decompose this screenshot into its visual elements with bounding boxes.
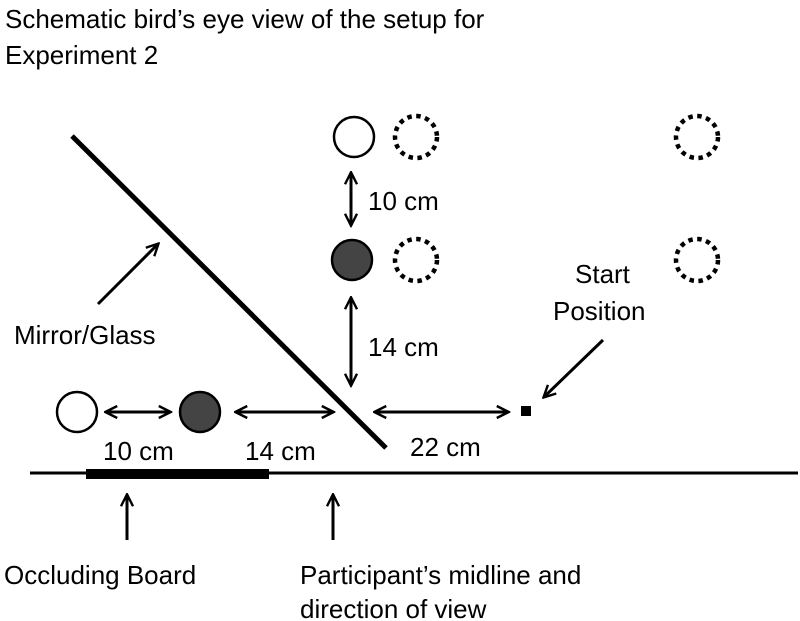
bottom-right-distance-label: 22 cm (410, 432, 481, 462)
start-position-label-line-2: Position (553, 296, 646, 326)
middle-vertical-distance-label: 14 cm (368, 332, 439, 362)
occluding-board-label: Occluding Board (4, 560, 196, 590)
bottom-empty-object (55, 390, 99, 434)
bottom-mid-distance-label: 14 cm (245, 436, 316, 466)
top-vertical-distance-label: 10 cm (368, 186, 439, 216)
start-position-marker (521, 406, 531, 416)
middle-dotted-object (392, 236, 440, 284)
middle-filled-object (330, 238, 374, 282)
start-position-arrow (544, 338, 605, 397)
mirror-label: Mirror/Glass (14, 320, 156, 350)
title-line-2: Experiment 2 (5, 40, 158, 70)
far-top-dotted-object (673, 113, 721, 161)
top-empty-object (332, 115, 376, 159)
midline-label-line-2: direction of view (300, 594, 487, 621)
midline-label-line-1: Participant’s midline and (300, 560, 581, 590)
bottom-filled-object (178, 390, 222, 434)
mirror-glass (70, 134, 388, 450)
title-line-1: Schematic bird’s eye view of the setup f… (5, 4, 485, 34)
mirror-pointer-arrow (96, 244, 158, 306)
occluding-board (86, 469, 269, 479)
top-dotted-object (392, 113, 440, 161)
start-position-label-line-1: Start (575, 259, 631, 289)
bottom-left-distance-label: 10 cm (103, 436, 174, 466)
far-middle-dotted-object (673, 236, 721, 284)
